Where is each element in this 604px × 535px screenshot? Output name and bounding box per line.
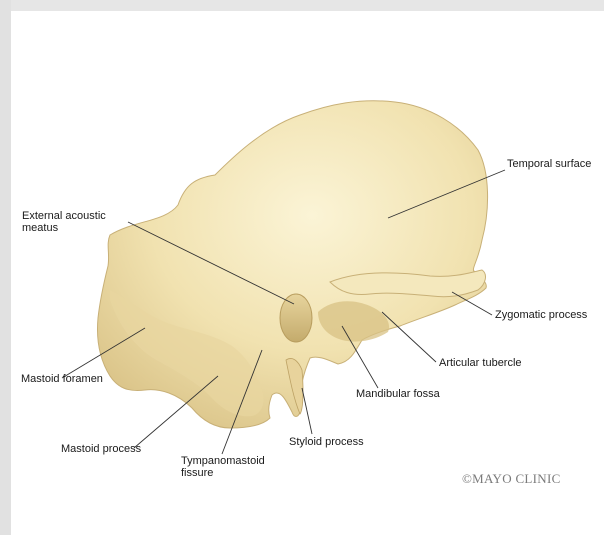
label-external-acoustic-meatus: External acoustic meatus (22, 210, 106, 234)
copyright-credit: ©MAYO CLINIC (462, 471, 561, 487)
label-mastoid-foramen: Mastoid foramen (21, 373, 103, 385)
label-mastoid-process: Mastoid process (61, 443, 141, 455)
label-temporal-surface: Temporal surface (507, 158, 591, 170)
external-acoustic-meatus-opening (280, 294, 312, 342)
label-mandibular-fossa: Mandibular fossa (356, 388, 440, 400)
label-articular-tubercle: Articular tubercle (439, 357, 522, 369)
label-zygomatic-process: Zygomatic process (495, 309, 587, 321)
label-tympanomastoid-fissure: Tympanomastoid fissure (181, 455, 265, 479)
label-styloid-process: Styloid process (289, 436, 364, 448)
leader-styloid-process (302, 388, 312, 434)
